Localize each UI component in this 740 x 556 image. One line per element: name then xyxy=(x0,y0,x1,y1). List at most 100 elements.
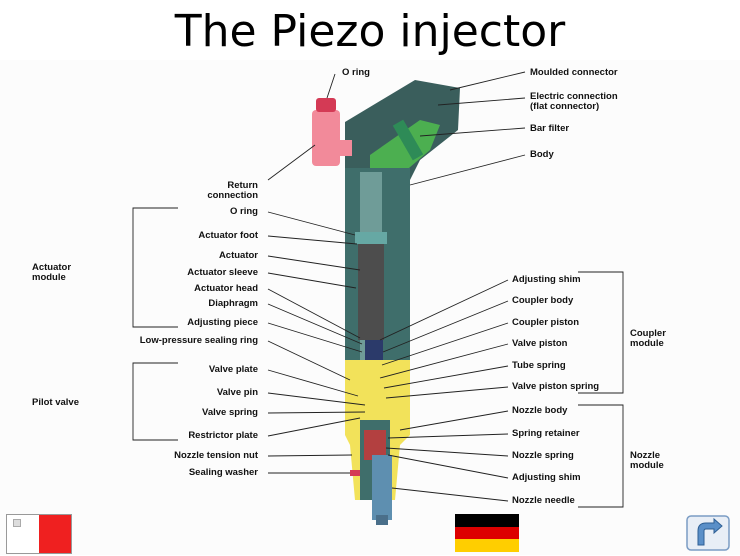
leader-nozzle-needle xyxy=(391,487,509,502)
group-label-actuator-module-sub: module xyxy=(32,272,66,283)
group-brackets xyxy=(132,207,624,508)
label-actuator-head: Actuator head xyxy=(194,283,258,294)
label-valve-pin: Valve pin xyxy=(216,387,258,398)
malta-flag-white xyxy=(7,515,39,553)
label-adjusting-shim-top: Adjusting shim xyxy=(512,274,581,285)
leader-spring-retainer xyxy=(387,433,509,439)
leader-actuator-head xyxy=(267,288,361,339)
leader-o-ring-top xyxy=(326,73,336,99)
return-connection-oring xyxy=(316,98,336,112)
label-valve-piston: Valve piston xyxy=(512,338,568,349)
germany-flag-black xyxy=(455,514,519,527)
label-adjusting-piece: Adjusting piece xyxy=(187,317,258,328)
sealing-washer-shape xyxy=(350,470,360,476)
label-o-ring-top: O ring xyxy=(342,67,370,78)
label-diaphragm: Diaphragm xyxy=(208,298,258,309)
bracket-actuator-module xyxy=(132,207,178,328)
leader-coupler-piston xyxy=(381,322,509,366)
leader-restrictor-plate xyxy=(267,417,361,437)
group-label-nozzle-module: Nozzle xyxy=(630,450,661,461)
leader-valve-plate xyxy=(267,369,359,397)
leader-actuator-sleeve xyxy=(267,272,357,289)
page-title: The Piezo injector xyxy=(174,6,566,57)
leader-diaphragm xyxy=(267,303,363,345)
group-label-coupler-module: Coupler xyxy=(630,328,666,339)
leader-moulded-connector xyxy=(449,71,526,91)
label-restrictor-plate: Restrictor plate xyxy=(188,430,258,441)
leader-valve-piston-spring xyxy=(385,386,509,399)
label-o-ring: O ring xyxy=(230,206,258,217)
leader-nozzle-body xyxy=(399,410,509,431)
connector-green-band xyxy=(370,120,440,180)
leader-body xyxy=(409,154,526,186)
label-return-connection: Return xyxy=(227,180,258,191)
bracket-nozzle-module xyxy=(578,404,624,508)
leader-nozzle-spring xyxy=(385,447,509,457)
leader-tube-spring xyxy=(383,365,509,389)
label-valve-spring: Valve spring xyxy=(202,407,258,418)
label-nozzle-body: Nozzle body xyxy=(512,405,568,416)
return-connection-pipe xyxy=(312,110,340,166)
label-body: Body xyxy=(530,149,554,160)
group-label-coupler-module-sub: module xyxy=(630,338,664,349)
label-low-pressure-sealing-ring: Low-pressure sealing ring xyxy=(139,335,258,346)
bracket-coupler-module xyxy=(578,271,624,394)
leader-coupler-body xyxy=(382,300,509,353)
return-arrow-svg xyxy=(686,515,730,551)
leader-valve-piston xyxy=(379,343,509,379)
bar-filter xyxy=(392,119,424,161)
label-nozzle-tension-nut: Nozzle tension nut xyxy=(174,450,258,461)
germany-flag-icon[interactable] xyxy=(455,514,519,552)
injector-illustration xyxy=(312,80,460,525)
germany-flag-gold xyxy=(455,539,519,552)
leader-electric-connection xyxy=(437,97,526,106)
label-electric-connection-sub: (flat connector) xyxy=(530,101,600,112)
group-label-pilot-valve: Pilot valve xyxy=(32,397,79,408)
leader-adjusting-piece xyxy=(267,322,363,353)
label-electric-connection: Electric connection xyxy=(530,91,618,102)
label-moulded-connector: Moulded connector xyxy=(530,67,618,78)
leader-low-pressure-sealing-ring xyxy=(267,340,351,381)
leader-nozzle-tension-nut xyxy=(267,454,353,457)
bracket-pilot-valve xyxy=(132,362,178,441)
leader-adjusting-shim-bottom xyxy=(387,454,509,479)
leader-valve-pin xyxy=(267,392,366,406)
label-return-connection-sub: connection xyxy=(207,190,258,201)
leader-return-connection xyxy=(267,144,316,181)
nozzle-tip-end xyxy=(376,515,388,525)
leader-valve-spring xyxy=(267,411,366,414)
label-adjusting-shim-bottom: Adjusting shim xyxy=(512,472,581,483)
label-bar-filter: Bar filter xyxy=(530,123,570,134)
return-arrow-icon[interactable] xyxy=(686,515,730,551)
label-nozzle-needle: Nozzle needle xyxy=(512,495,575,506)
diagram-panel: O ring Moulded connector Electric connec… xyxy=(0,60,740,555)
group-label-nozzle-module-sub: module xyxy=(630,460,664,471)
label-actuator: Actuator xyxy=(218,250,258,261)
label-coupler-piston: Coupler piston xyxy=(512,317,580,328)
injector-diagram xyxy=(132,71,624,525)
label-sealing-washer: Sealing washer xyxy=(188,467,258,478)
group-label-actuator-module: Actuator xyxy=(32,262,72,273)
leader-actuator-foot xyxy=(267,235,358,245)
malta-flag-icon[interactable] xyxy=(6,514,72,554)
label-coupler-body: Coupler body xyxy=(512,295,574,306)
label-tube-spring: Tube spring xyxy=(512,360,566,371)
label-nozzle-spring: Nozzle spring xyxy=(512,450,574,461)
leader-bar-filter xyxy=(419,127,526,137)
germany-flag-red xyxy=(455,526,519,540)
nozzle-spring xyxy=(364,430,386,460)
malta-george-cross xyxy=(13,519,21,527)
label-actuator-foot: Actuator foot xyxy=(198,230,258,241)
leader-actuator xyxy=(267,255,361,271)
nozzle-tip xyxy=(372,455,392,520)
leader-lines xyxy=(267,71,526,502)
malta-flag-red xyxy=(39,515,71,553)
leader-o-ring xyxy=(267,211,356,236)
actuator-stack xyxy=(358,240,384,340)
return-connection-elbow xyxy=(330,140,352,156)
leader-adjusting-shim-top xyxy=(379,279,509,341)
label-valve-plate: Valve plate xyxy=(208,364,258,375)
actuator-foot xyxy=(355,232,387,244)
label-actuator-sleeve: Actuator sleeve xyxy=(187,267,258,278)
label-valve-piston-spring: Valve piston spring xyxy=(512,381,600,392)
